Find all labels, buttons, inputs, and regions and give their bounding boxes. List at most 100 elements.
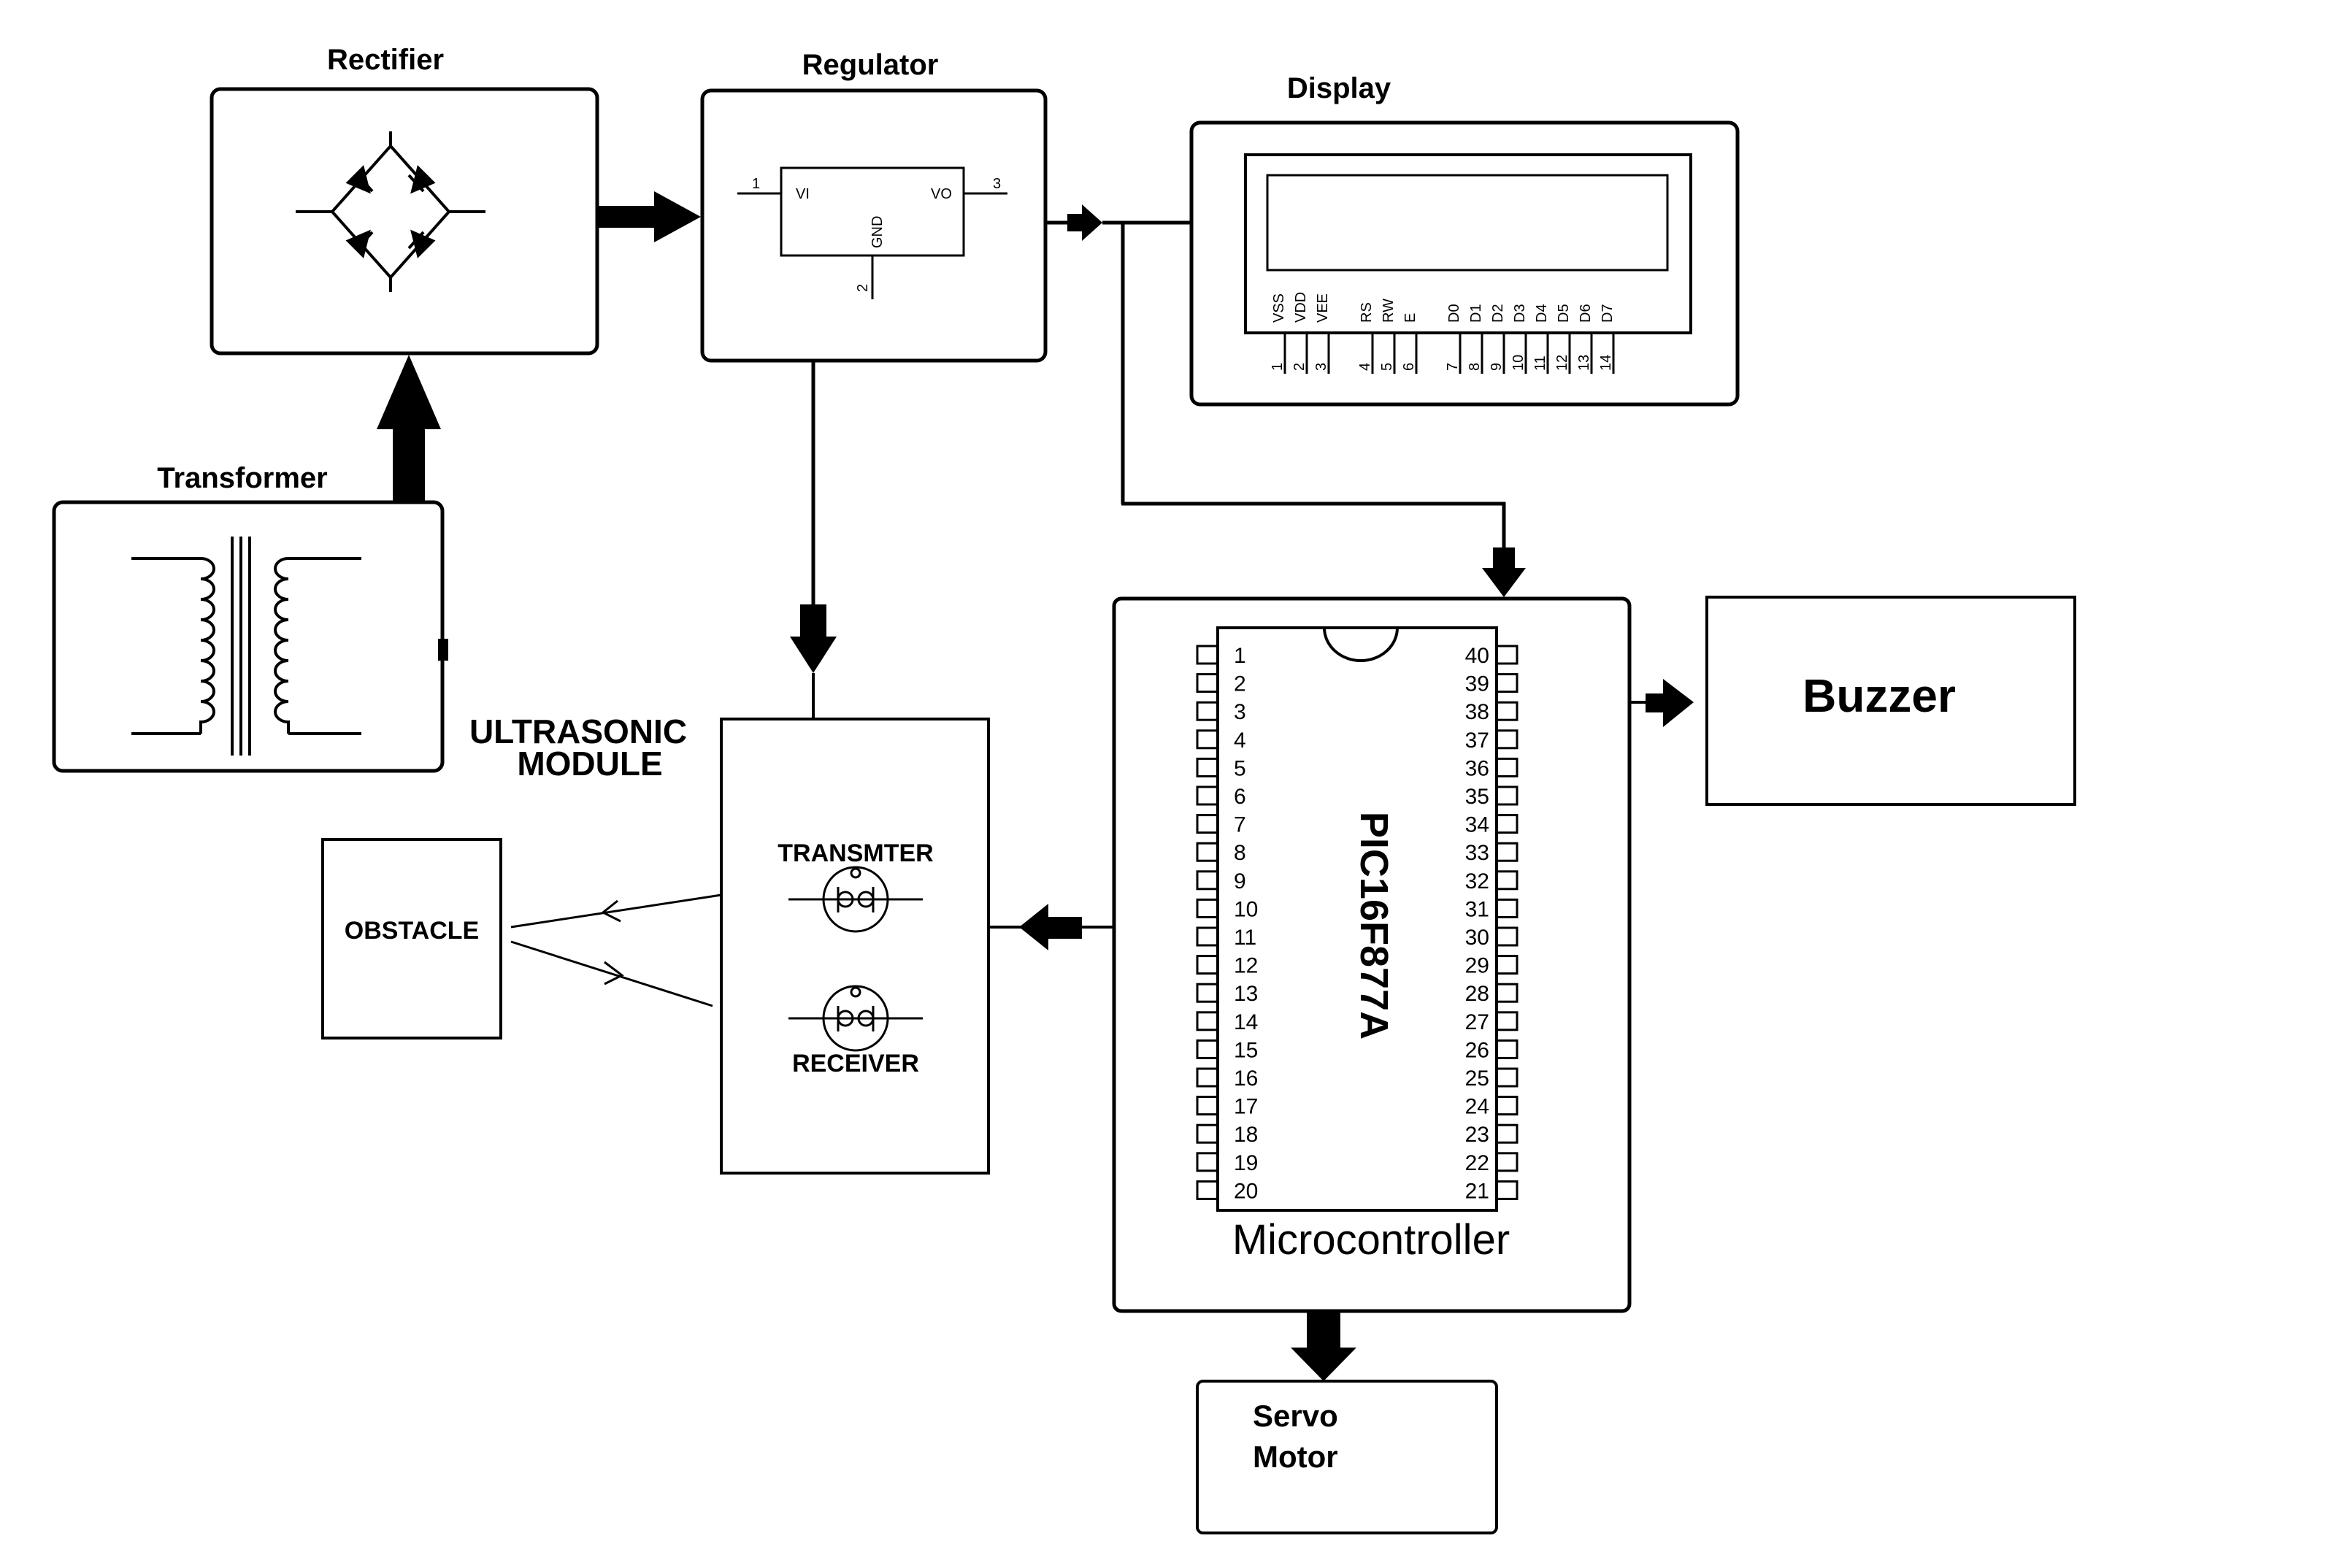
lcd-pin-name: RW (1381, 299, 1397, 323)
obstacle-title: OBSTACLE (345, 917, 479, 945)
chip-pin-pad (1495, 1152, 1519, 1172)
chip-pin-label: 39 (1465, 672, 1489, 696)
chip-pin-label: 15 (1234, 1038, 1258, 1062)
chip-pin-label: 29 (1465, 954, 1489, 978)
servo-motor-block: Servo Motor (1196, 1380, 1498, 1534)
lcd-pin-name: RS (1359, 302, 1375, 323)
display-block: Display VSS1VDD2VEE3RS4RW5E6D07D18D29D31… (1189, 72, 1740, 407)
chip-pin-label: 7 (1234, 813, 1246, 837)
chip-pin-pad (1196, 1180, 1219, 1200)
chip-pin-pad (1495, 729, 1519, 750)
chip-pins: 1234567891011121314151617181920403938373… (1196, 644, 1519, 1203)
chip-pin-label: 10 (1234, 897, 1258, 921)
arrow-regulator-to-ultrasonic (790, 361, 837, 719)
receiver-icon (788, 985, 923, 1052)
chip-pin-pad (1495, 1011, 1519, 1031)
chip-pin-pad (1495, 701, 1519, 721)
chip-pin-pad (1196, 701, 1219, 721)
chip-pin-pad (1196, 926, 1219, 947)
regulator-gnd-label: GND (869, 216, 886, 248)
arrow-micro-to-ultrasonic (988, 904, 1114, 950)
chip-pin-pad (1196, 645, 1219, 665)
lcd-pin-header: VSS1VDD2VEE3RS4RW5E6D07D18D29D310D411D51… (1270, 292, 1616, 374)
chip-pin-label: 12 (1234, 954, 1258, 978)
regulator-pin3: 3 (993, 176, 1001, 192)
obstacle-block: OBSTACLE (321, 838, 502, 1039)
chip-pin-pad (1495, 1096, 1519, 1116)
chip-pin-pad (1495, 870, 1519, 891)
lcd-pin-name: D3 (1512, 304, 1528, 323)
buzzer-title: Buzzer (1802, 669, 1956, 722)
lcd-pin-number: 6 (1401, 363, 1417, 371)
chip-pin-label: 23 (1465, 1123, 1489, 1147)
lcd-pin-name: D1 (1468, 304, 1484, 323)
lcd-pin-number: 13 (1576, 355, 1592, 371)
lcd-pin-number: 2 (1291, 363, 1308, 371)
ultrasonic-title-line1: ULTRASONIC (469, 712, 687, 750)
buzzer-block: Buzzer (1705, 596, 2076, 806)
rectifier-title: Rectifier (327, 44, 444, 76)
pic-chip (1216, 626, 1498, 1212)
transformer-title: Transformer (157, 462, 327, 494)
chip-pin-pad (1196, 757, 1219, 777)
regulator-vo-label: VO (931, 186, 952, 202)
chip-pin-label: 11 (1234, 926, 1256, 950)
transformer-coil-icon (131, 537, 361, 756)
chip-pin-label: 28 (1465, 982, 1489, 1006)
chip-pin-label: 13 (1234, 982, 1258, 1006)
lcd-pin-name: VDD (1293, 292, 1309, 323)
ultrasonic-title-line2: MODULE (517, 745, 662, 783)
chip-pin-label: 17 (1234, 1095, 1258, 1119)
chip-pin-label: 31 (1465, 897, 1489, 921)
lcd-pin-number: 14 (1598, 355, 1614, 371)
regulator-pin1: 1 (752, 176, 760, 192)
arrow-micro-to-buzzer (1629, 679, 1694, 727)
chip-pin-pad (1495, 673, 1519, 693)
chip-pin-label: 1 (1234, 644, 1246, 668)
chip-pin-pad (1495, 814, 1519, 834)
microcontroller-block: 1234567891011121314151617181920403938373… (1112, 596, 1632, 1313)
chip-pin-pad (1196, 814, 1219, 834)
lcd-pin-name: D2 (1490, 304, 1506, 323)
lcd-pin-number: 10 (1510, 355, 1527, 371)
lcd-pin-name: D0 (1446, 304, 1462, 323)
chip-pin-label: 9 (1234, 869, 1246, 893)
chip-pin-pad (1196, 729, 1219, 750)
lcd-pin-name: E (1402, 313, 1418, 323)
regulator-vi-label: VI (796, 186, 810, 202)
chip-pin-label: 37 (1465, 729, 1489, 753)
chip-pin-label: 3 (1234, 700, 1246, 724)
lcd-pin-name: D6 (1578, 304, 1594, 323)
lcd-pin-number: 1 (1270, 363, 1286, 371)
chip-pin-pad (1495, 1039, 1519, 1059)
regulator-block: Regulator 1 3 VI VO GND 2 (700, 49, 1048, 363)
chip-pin-pad (1495, 842, 1519, 862)
chip-pin-label: 20 (1234, 1179, 1258, 1203)
chip-pin-label: 32 (1465, 869, 1489, 893)
lcd-pin-number: 12 (1554, 355, 1570, 371)
chip-pin-pad (1196, 1011, 1219, 1031)
chip-pin-label: 22 (1465, 1151, 1489, 1175)
bridge-rectifier-icon (296, 131, 485, 292)
regulator-output-wiring (1045, 204, 1526, 597)
chip-pin-pad (1196, 842, 1219, 862)
lcd-pin-name: D7 (1600, 304, 1616, 323)
lcd-module (1244, 153, 1692, 334)
chip-pin-pad (1196, 955, 1219, 975)
microcontroller-title: Microcontroller (1232, 1216, 1510, 1264)
chip-pin-pad (1196, 983, 1219, 1003)
lcd-pin-name: D4 (1534, 304, 1550, 323)
transmitter-icon (788, 866, 923, 933)
chip-pin-pad (1495, 757, 1519, 777)
chip-pin-label: 5 (1234, 756, 1246, 780)
chip-pin-pad (1196, 1039, 1219, 1059)
chip-part-number: PIC16F877A (1352, 812, 1396, 1039)
chip-pin-pad (1495, 1180, 1519, 1200)
lcd-pin-number: 11 (1532, 356, 1548, 371)
servo-title-line1: Servo (1253, 1399, 1338, 1433)
chip-pin-label: 18 (1234, 1123, 1258, 1147)
chip-pin-pad (1495, 955, 1519, 975)
transformer-block: Transformer (52, 462, 448, 773)
chip-pin-label: 36 (1465, 756, 1489, 780)
lcd-pin-number: 5 (1379, 363, 1395, 371)
